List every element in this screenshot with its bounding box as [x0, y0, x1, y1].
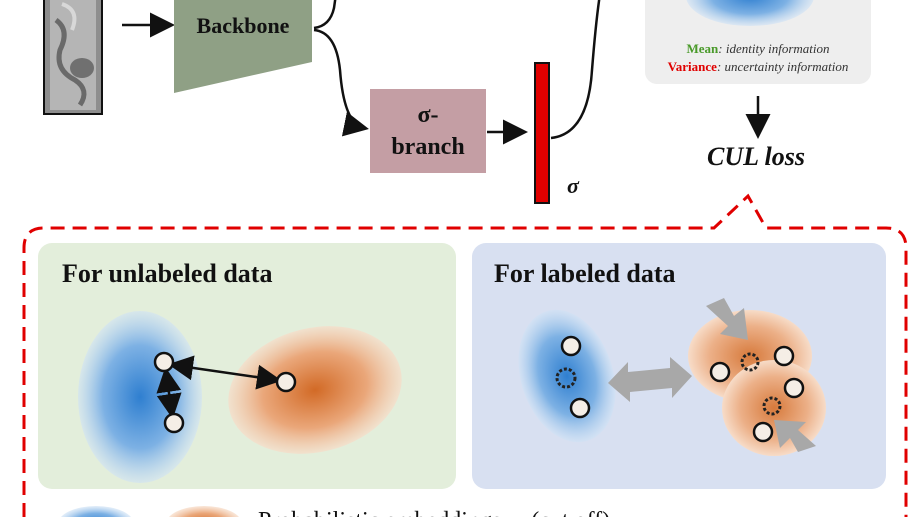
mean-key: Mean [687, 41, 720, 56]
unlabeled-vertical-arrow [156, 367, 182, 419]
variance-legend-line: Variance: uncertainty information [668, 59, 849, 74]
distribution-legend-box [645, 0, 871, 84]
labeled-panel-title: For labeled data [494, 259, 676, 288]
labeled-sample-point [783, 377, 805, 399]
unlabeled-sample-point [275, 371, 297, 393]
bottom-legend-orange-swatch [169, 506, 239, 517]
unlabeled-double-arrow [168, 355, 282, 390]
arrow-backbone-to-mean-branch [313, 0, 337, 30]
labeled-center-marker [740, 352, 760, 372]
mean-legend-line: Mean: identity information [687, 41, 830, 56]
sigma-symbol-label: σ [567, 173, 580, 198]
sigma-branch-label-line1: σ- [417, 102, 438, 128]
bottom-legend-blue-swatch [61, 506, 131, 517]
labeled-center-marker [762, 396, 782, 416]
labeled-gray-push-arrow [706, 298, 748, 340]
labeled-gray-double-arrow [608, 357, 692, 402]
labeled-sample-point [752, 421, 774, 443]
sigma-output-bar [534, 62, 550, 204]
backbone-block [174, 0, 312, 93]
sigma-branch-label-line2: branch [391, 134, 464, 160]
variance-key: Variance [668, 59, 718, 74]
labeled-sample-point [569, 397, 591, 419]
labeled-gray-push-arrow [774, 420, 816, 452]
cul-loss-label: CUL loss [707, 142, 805, 171]
sigma-branch-block [370, 89, 486, 173]
labeled-sample-point [709, 361, 731, 383]
labeled-sample-point [560, 335, 582, 357]
variance-text: : uncertainty information [717, 59, 848, 74]
unlabeled-panel-title: For unlabeled data [62, 259, 272, 288]
dashed-callout-border [22, 193, 908, 517]
arrow-sigma-to-distribution [550, 0, 601, 140]
bottom-legend-text: Probabilistic embeddings ... (cut off) [258, 508, 610, 517]
mean-text: : identity information [718, 41, 829, 56]
backbone-label: Backbone [197, 13, 290, 38]
labeled-blue-distribution [518, 309, 616, 443]
unlabeled-sample-point [153, 351, 175, 373]
labeled-sample-point [773, 345, 795, 367]
input-face-image [43, 0, 103, 115]
labeled-center-marker [555, 367, 577, 389]
distribution-blue-ellipse [686, 0, 814, 26]
unlabeled-blue-distribution [78, 311, 202, 483]
unlabeled-sample-point [163, 412, 185, 434]
arrow-backbone-to-sigma-branch [313, 28, 369, 137]
